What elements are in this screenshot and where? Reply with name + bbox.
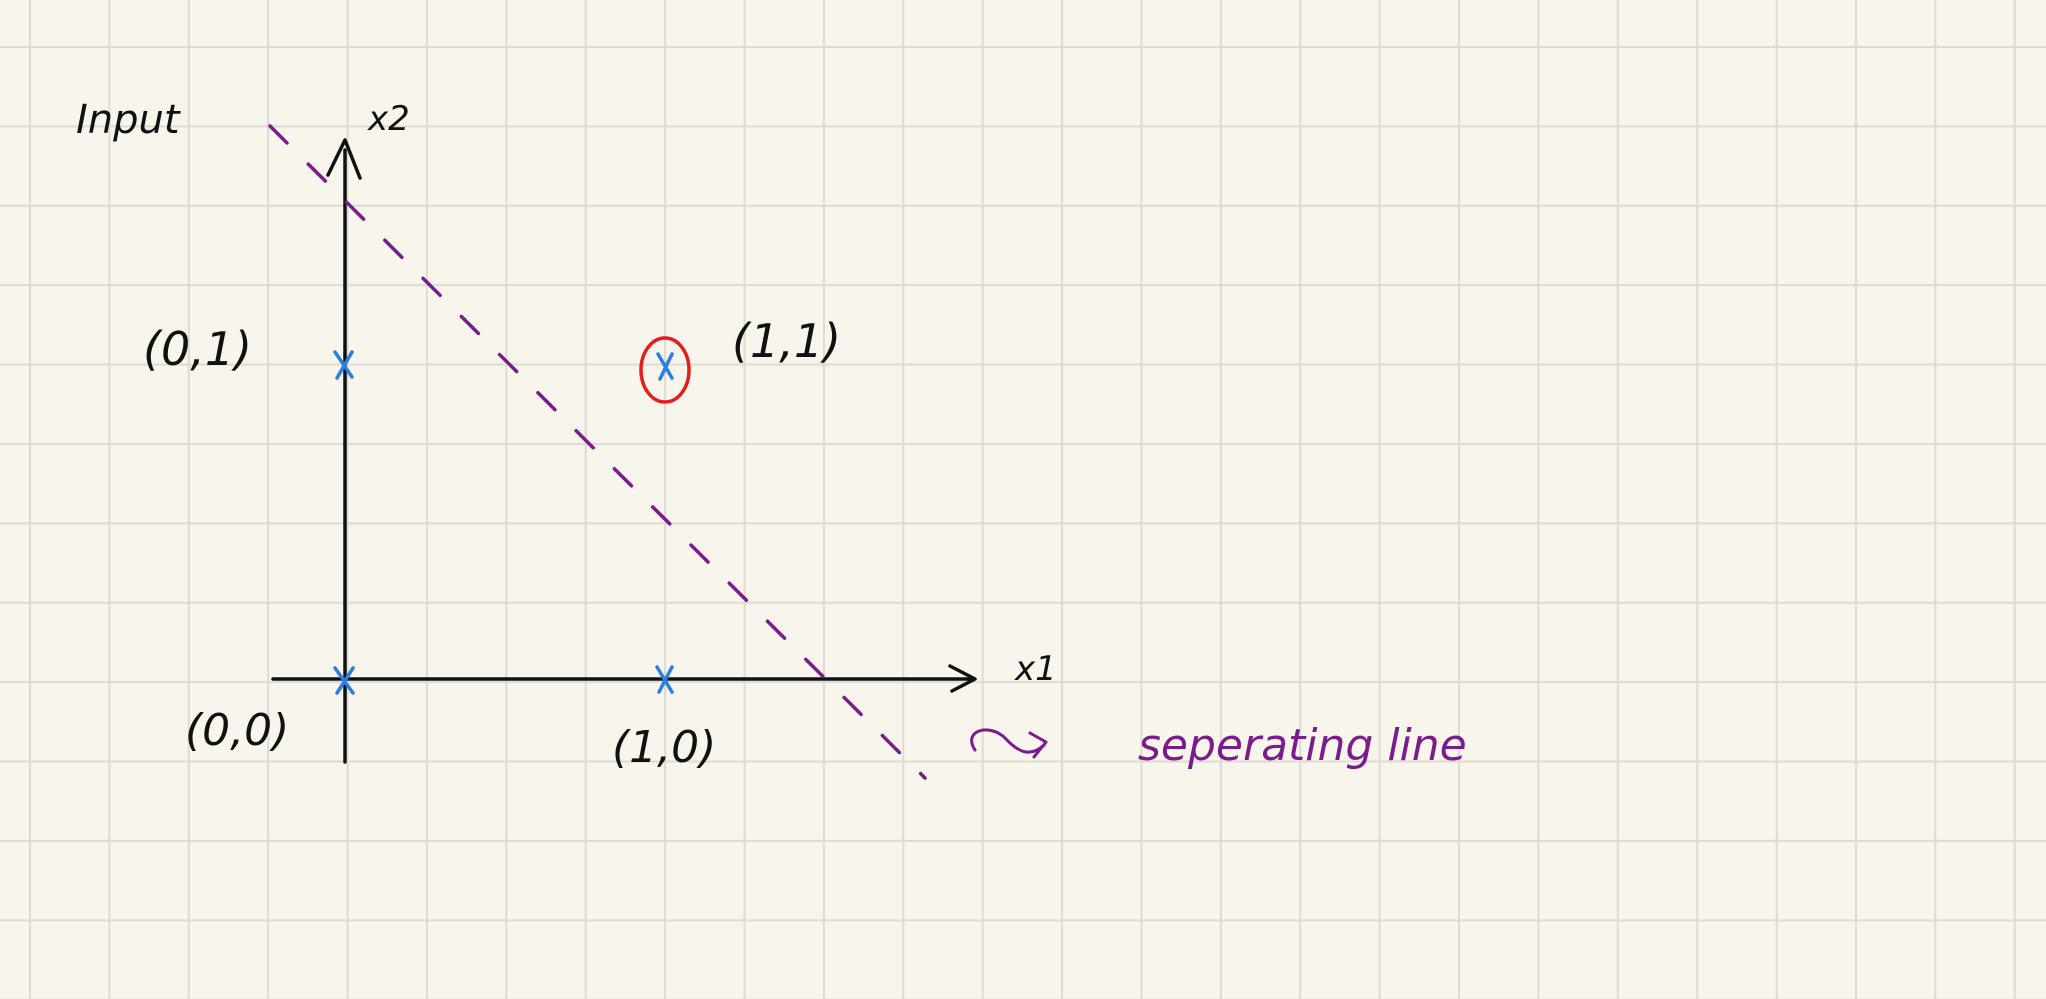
separating-line	[268, 124, 927, 780]
x-axis-label: x1	[1014, 649, 1057, 689]
point-1-1-label: (1,1)	[732, 314, 841, 368]
x-axis-arrowhead	[948, 664, 977, 693]
point-1-0-label: (1,0)	[612, 722, 716, 773]
point-0-1-marker	[333, 350, 354, 380]
y-axis-label: x2	[367, 99, 410, 139]
point-0-0-marker	[333, 666, 355, 695]
y-axis-arrowhead	[326, 138, 362, 180]
point-0-1-label: (0,1)	[143, 322, 252, 376]
separating-line-annotation: seperating line	[1138, 720, 1467, 771]
annotation-arrow-icon	[970, 728, 1046, 754]
point-1-1-highlight-circle	[639, 336, 691, 404]
point-1-0-marker	[655, 665, 674, 694]
diagram-title: Input	[76, 97, 181, 143]
point-1-1-marker	[656, 352, 674, 381]
point-0-0-label: (0,0)	[185, 705, 289, 756]
annotation-arrowhead-icon	[1028, 731, 1048, 759]
